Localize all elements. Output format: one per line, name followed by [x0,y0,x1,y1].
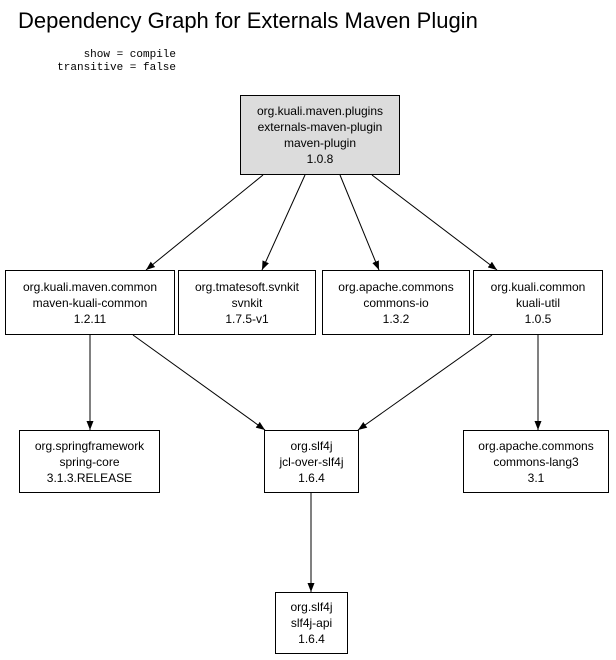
node-line: 1.0.5 [524,311,552,326]
node-line: 3.1 [527,470,545,485]
node-line: commons-io [363,295,429,310]
node-line: externals-maven-plugin [257,120,383,134]
node-line: svnkit [231,295,263,310]
node-line: maven-plugin [283,136,357,150]
node-line: org.kuali.maven.common [22,279,158,294]
node-line: org.apache.commons [338,279,454,294]
node-line: org.springframework [34,438,145,453]
node-line: 1.2.11 [73,311,107,326]
node-line: org.kuali.maven.plugins [256,104,384,118]
edge-n0-to-n4 [371,174,498,271]
node-line: maven-kuali-common [32,295,148,310]
node-line: 1.3.2 [382,311,410,326]
edge-n1-to-n6 [132,334,266,431]
node-line: 3.1.3.RELEASE [46,470,133,485]
edge-n0-to-n3 [339,174,380,271]
node-line: spring-core [59,454,120,469]
graph-title: Dependency Graph for Externals Maven Plu… [18,8,478,33]
node-line: kuali-util [515,295,560,310]
node-line: org.tmatesoft.svnkit [194,279,300,294]
node-line: org.slf4j [290,600,333,614]
edge-n0-to-n2 [261,174,306,271]
node-line: slf4j-api [290,616,333,630]
node-line: 1.0.8 [306,152,334,166]
dependency-node-externals-maven-plugin: org.kuali.maven.plugins externals-maven-p… [240,95,400,175]
edge-n4-to-n6 [357,334,493,431]
node-line: commons-lang3 [493,454,579,469]
node-line: 1.6.4 [298,470,325,485]
show-scope-label: show = compile [83,49,176,61]
dependency-node-slf4j-api: org.slf4j slf4j-api 1.6.4 [275,592,348,654]
edge-n0-to-n1 [145,174,264,271]
node-line: 1.7.5-v1 [225,311,269,326]
node-line: org.apache.commons [478,438,594,453]
node-line: 1.6.4 [298,632,325,646]
transitive-label: transitive = false [57,62,176,74]
node-line: org.kuali.common [490,279,586,294]
node-line: jcl-over-slf4j [279,454,344,469]
node-line: org.slf4j [290,438,333,453]
